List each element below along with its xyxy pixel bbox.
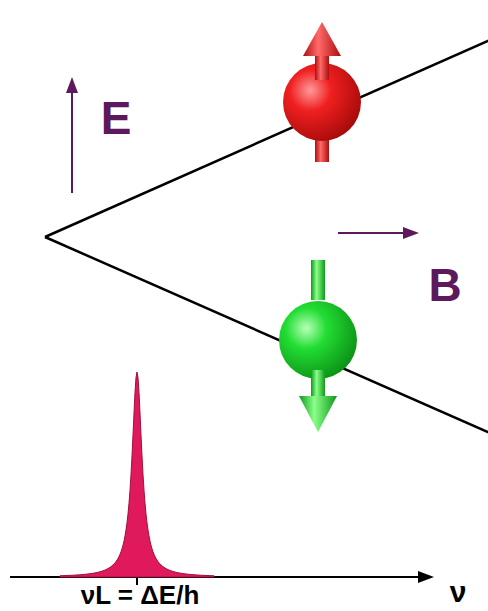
- axis-label: B: [428, 262, 461, 308]
- frequency-formula: νL = ΔE/h: [81, 582, 200, 608]
- energy-level-lines: [45, 40, 488, 433]
- resonance-peak: [60, 372, 214, 577]
- spin-up-particle: [283, 22, 361, 162]
- energy-axis-arrow: [66, 77, 78, 193]
- frequency-axis: [10, 571, 434, 585]
- field-arrow: [338, 227, 419, 239]
- axis-label: ν: [450, 577, 467, 607]
- spin-down-particle: [279, 260, 357, 432]
- axis-label: E: [101, 95, 132, 141]
